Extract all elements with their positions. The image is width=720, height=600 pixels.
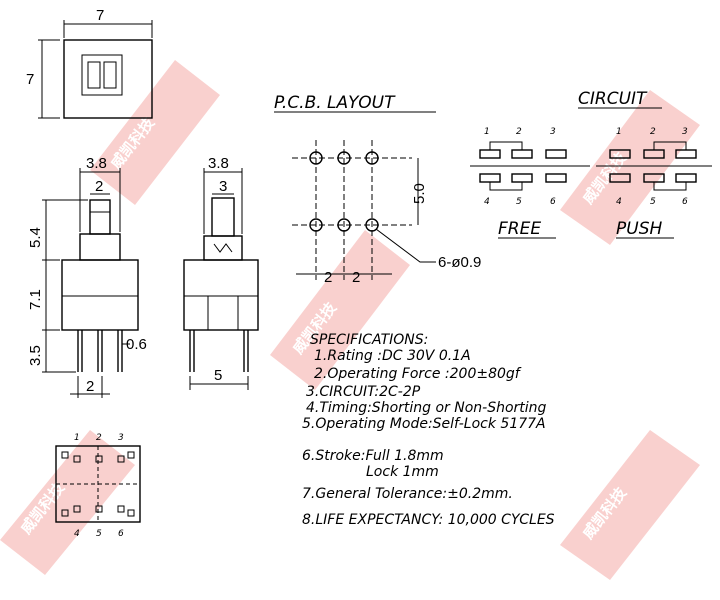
svg-text:5: 5: [516, 197, 522, 207]
pcb-pitch-b: 2: [352, 269, 360, 286]
spec-heading: SPECIFICATIONS:: [310, 332, 428, 348]
top-view-height-label: 7: [26, 71, 34, 88]
svg-text:1: 1: [484, 127, 490, 137]
pcb-hole-1: [309, 151, 323, 165]
svg-text:6: 6: [118, 529, 124, 539]
pcb-hole-5: [337, 218, 351, 232]
spec-item-4: 4.Timing:Shorting or Non-Shorting: [306, 400, 547, 416]
spec-item-5: 5.Operating Mode:Self-Lock 5177A: [302, 416, 546, 432]
side-a-pin-pitch: 2: [86, 378, 94, 395]
svg-text:1: 1: [616, 127, 622, 137]
free-circuit: 1 2 3 4 5 6 FREE: [470, 127, 590, 239]
spec-item-6b: Lock 1mm: [366, 464, 439, 480]
svg-text:6: 6: [550, 197, 556, 207]
side-b-stem-width: 3: [219, 178, 227, 195]
side-a-pin-width: 0.6: [126, 336, 147, 353]
spec-item-8: 8.LIFE EXPECTANCY: 10,000 CYCLES: [302, 512, 555, 528]
side-a-body-height: 7.1: [27, 289, 44, 310]
push-label: PUSH: [616, 219, 662, 239]
svg-text:4: 4: [74, 529, 80, 539]
side-view-b: 3.8 3 5: [183, 155, 259, 390]
svg-text:1: 1: [74, 433, 80, 443]
top-view: 7 7: [26, 7, 153, 119]
spec-item-2: 2.Operating Force :200±80gf: [314, 366, 522, 382]
pcb-row-spacing: 5.0: [411, 183, 428, 204]
push-circuit: 1 2 3 4 5 6 PUSH: [596, 127, 712, 239]
side-a-stem-height: 5.4: [27, 227, 44, 248]
side-a-top-width: 3.8: [86, 155, 107, 172]
free-label: FREE: [498, 219, 541, 239]
specifications: SPECIFICATIONS: 1.Rating :DC 30V 0.1A 2.…: [302, 332, 555, 528]
side-a-pin-height: 3.5: [27, 345, 44, 366]
svg-text:2: 2: [650, 127, 656, 137]
pcb-hole-2: [337, 151, 351, 165]
svg-text:3: 3: [118, 433, 124, 443]
bottom-view: 1 2 3 4 5 6: [55, 433, 141, 539]
pcb-hole-note: 6-ø0.9: [438, 254, 481, 271]
svg-text:4: 4: [616, 197, 622, 207]
pcb-layout: P.C.B. LAYOUT 5.0 2 2 6-ø0.9: [274, 93, 481, 286]
svg-text:4: 4: [484, 197, 490, 207]
svg-text:2: 2: [516, 127, 522, 137]
side-b-base-width: 5: [214, 367, 222, 384]
watermark-top-left: 威凯科技: [90, 60, 220, 205]
pcb-hole-6: [365, 218, 379, 232]
spec-item-3: 3.CIRCUIT:2C-2P: [306, 384, 421, 400]
svg-text:3: 3: [682, 127, 688, 137]
circuit-title: CIRCUIT: [578, 89, 648, 109]
pcb-pitch-a: 2: [324, 269, 332, 286]
pcb-title: P.C.B. LAYOUT: [274, 93, 396, 113]
spec-item-1: 1.Rating :DC 30V 0.1A: [314, 348, 471, 364]
side-b-top-width: 3.8: [208, 155, 229, 172]
svg-text:5: 5: [650, 197, 656, 207]
pcb-hole-3: [365, 151, 379, 165]
spec-item-6: 6.Stroke:Full 1.8mm: [302, 448, 444, 464]
watermark-right-bottom: 威凯科技: [560, 430, 700, 580]
svg-text:6: 6: [682, 197, 688, 207]
svg-text:3: 3: [550, 127, 556, 137]
side-a-stem-width: 2: [95, 178, 103, 195]
pcb-hole-4: [309, 218, 323, 232]
svg-text:5: 5: [96, 529, 102, 539]
svg-text:2: 2: [96, 433, 102, 443]
circuit-diagram: CIRCUIT 1 2 3 4 5 6 FREE 1 2 3: [470, 89, 712, 239]
spec-item-7: 7.General Tolerance:±0.2mm.: [302, 486, 513, 502]
top-view-width-label: 7: [96, 7, 104, 24]
side-view-a: 3.8 2 5.4 7.1 3.5 0.6 2: [27, 155, 147, 398]
